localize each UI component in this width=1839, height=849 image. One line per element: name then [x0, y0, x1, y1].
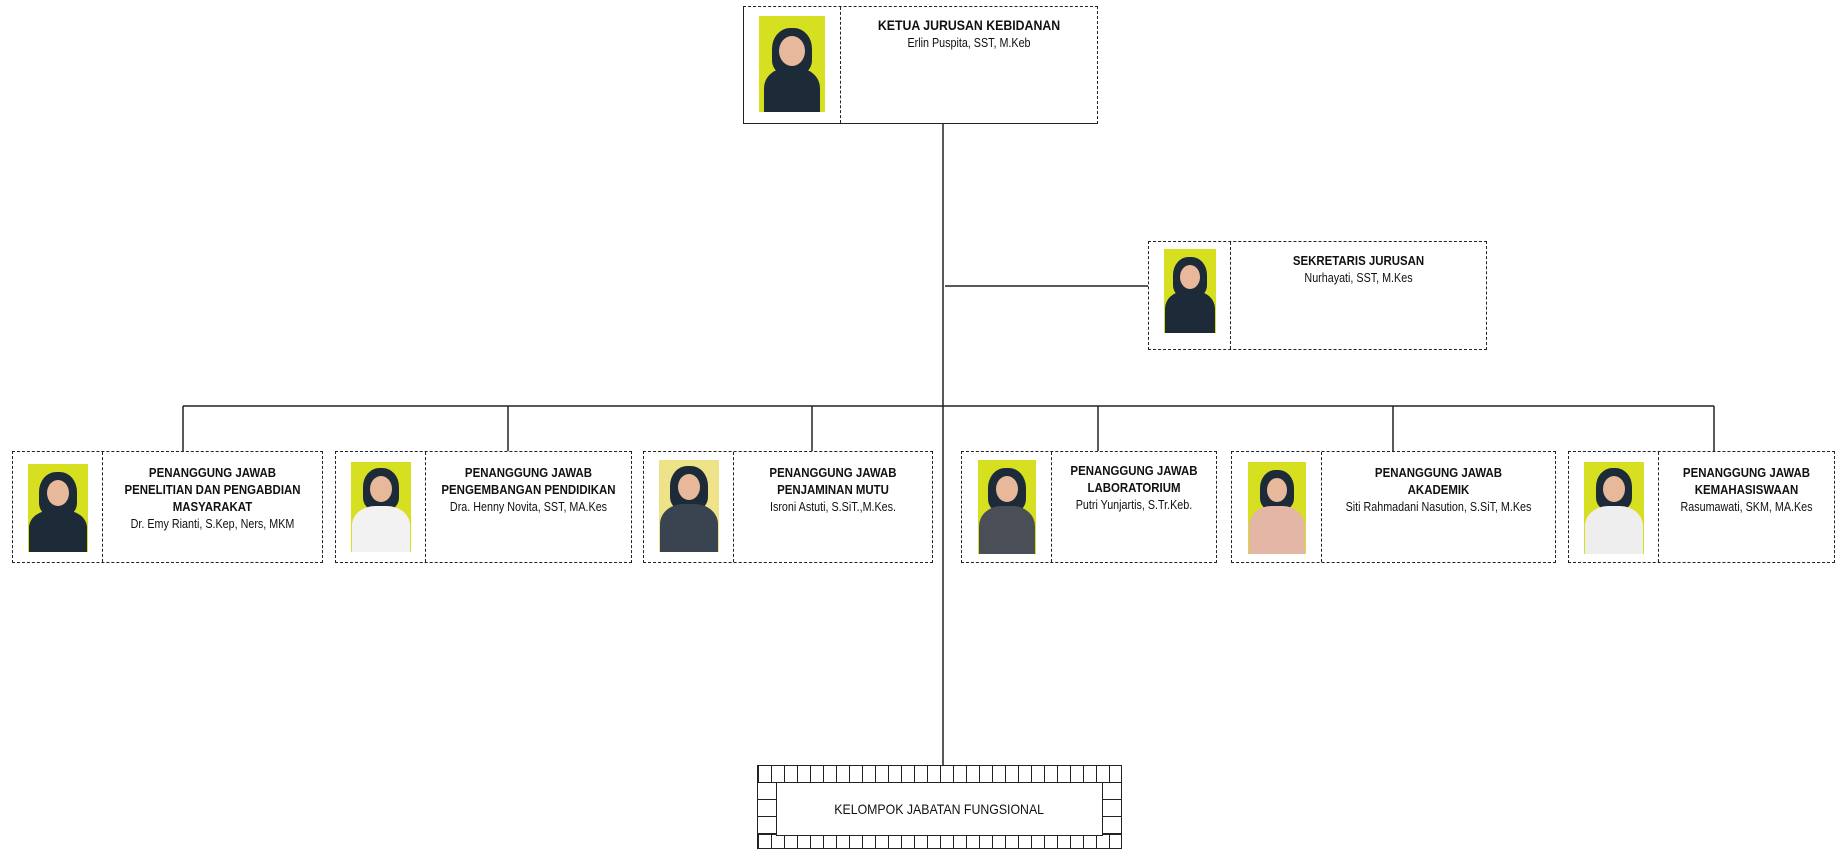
unit-photo-cell — [13, 452, 103, 562]
unit-role-line: PENANGGUNG JAWAB — [1374, 465, 1503, 480]
head-text: KETUA JURUSAN KEBIDANAN Erlin Puspita, S… — [841, 7, 1097, 123]
unit-person-name: Dra. Henny Novita, SST, MA.Kes — [449, 500, 608, 514]
unit-box-student-affairs: PENANGGUNG JAWAB KEMAHASISWAAN Rasumawat… — [1568, 451, 1835, 563]
functional-group-rail-left — [758, 782, 776, 835]
unit-photo-cell — [1569, 452, 1659, 562]
unit-role-line: PENJAMINAN MUTU — [777, 482, 889, 497]
functional-group-label-box: KELOMPOK JABATAN FUNGSIONAL — [776, 782, 1103, 836]
head-box: KETUA JURUSAN KEBIDANAN Erlin Puspita, S… — [743, 6, 1098, 124]
unit-box-education: PENANGGUNG JAWAB PENGEMBANGAN PENDIDIKAN… — [335, 451, 632, 563]
unit-role-line: PENGEMBANGAN PENDIDIKAN — [441, 482, 616, 497]
functional-group-label: KELOMPOK JABATAN FUNGSIONAL — [834, 801, 1045, 817]
unit-role-line: PENANGGUNG JAWAB — [148, 465, 277, 480]
unit-role-line: KEMAHASISWAAN — [1694, 482, 1799, 497]
secretary-photo-cell — [1149, 242, 1231, 349]
unit-person-name: Isroni Astuti, S.SiT.,M.Kes. — [769, 500, 897, 514]
secretary-photo — [1163, 249, 1216, 333]
unit-text: PENANGGUNG JAWAB KEMAHASISWAAN Rasumawat… — [1659, 452, 1834, 562]
unit-text: PENANGGUNG JAWAB AKADEMIK Siti Rahmadani… — [1322, 452, 1555, 562]
unit-role-line: LABORATORIUM — [1087, 480, 1181, 495]
unit-photo-education — [350, 462, 411, 552]
unit-photo-cell — [644, 452, 734, 562]
unit-role-line: PENELITIAN DAN PENGABDIAN — [124, 482, 301, 497]
unit-box-academic: PENANGGUNG JAWAB AKADEMIK Siti Rahmadani… — [1231, 451, 1556, 563]
unit-photo-academic — [1247, 462, 1306, 554]
head-role: KETUA JURUSAN KEBIDANAN — [877, 17, 1061, 33]
unit-person-name: Rasumawati, SKM, MA.Kes — [1680, 500, 1813, 514]
unit-box-laboratory: PENANGGUNG JAWAB LABORATORIUM Putri Yunj… — [961, 451, 1217, 563]
unit-text: PENANGGUNG JAWAB PENGEMBANGAN PENDIDIKAN… — [426, 452, 631, 562]
unit-role-line: PENANGGUNG JAWAB — [1070, 463, 1198, 478]
unit-person-name: Siti Rahmadani Nasution, S.SiT, M.Kes — [1345, 500, 1532, 514]
unit-box-research: PENANGGUNG JAWAB PENELITIAN DAN PENGABDI… — [12, 451, 323, 563]
unit-role-line: AKADEMIK — [1407, 482, 1470, 497]
unit-photo-cell — [962, 452, 1052, 562]
functional-group-rail-right — [1103, 782, 1121, 835]
unit-person-name: Dr. Emy Rianti, S.Kep, Ners, MKM — [130, 517, 295, 531]
unit-text: PENANGGUNG JAWAB PENJAMINAN MUTU Isroni … — [734, 452, 932, 562]
unit-photo-student-affairs — [1583, 462, 1644, 554]
unit-box-quality: PENANGGUNG JAWAB PENJAMINAN MUTU Isroni … — [643, 451, 933, 563]
head-name: Erlin Puspita, SST, M.Keb — [907, 36, 1031, 50]
secretary-role: SEKRETARIS JURUSAN — [1292, 253, 1425, 268]
unit-role-line: PENANGGUNG JAWAB — [1682, 465, 1811, 480]
secretary-box: SEKRETARIS JURUSAN Nurhayati, SST, M.Kes — [1148, 241, 1487, 350]
unit-role-line: PENANGGUNG JAWAB — [769, 465, 897, 480]
unit-role-line: PENANGGUNG JAWAB — [464, 465, 593, 480]
secretary-name: Nurhayati, SST, M.Kes — [1304, 271, 1413, 285]
unit-person-name: Putri Yunjartis, S.Tr.Keb. — [1075, 498, 1193, 512]
head-photo-cell — [744, 7, 841, 123]
unit-photo-quality — [658, 460, 719, 552]
unit-photo-laboratory — [977, 460, 1036, 554]
unit-text: PENANGGUNG JAWAB PENELITIAN DAN PENGABDI… — [103, 452, 322, 562]
unit-role-line: MASYARAKAT — [172, 499, 253, 514]
functional-group-box: KELOMPOK JABATAN FUNGSIONAL — [757, 765, 1122, 849]
head-photo — [759, 16, 825, 112]
unit-photo-cell — [1232, 452, 1322, 562]
unit-text: PENANGGUNG JAWAB LABORATORIUM Putri Yunj… — [1052, 452, 1216, 562]
secretary-text: SEKRETARIS JURUSAN Nurhayati, SST, M.Kes — [1231, 242, 1486, 349]
unit-photo-cell — [336, 452, 426, 562]
unit-photo-research — [27, 464, 88, 552]
